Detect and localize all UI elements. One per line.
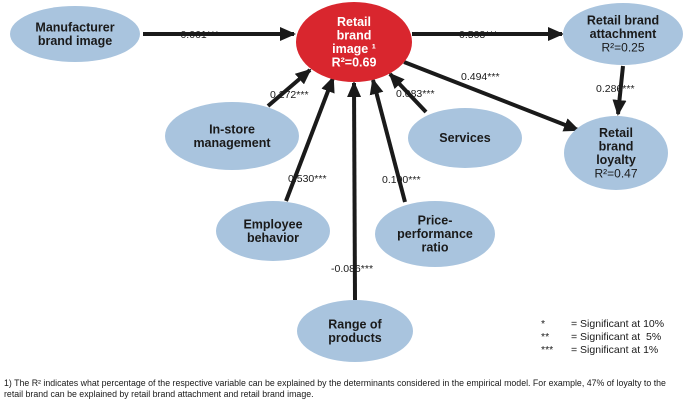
node-label: performance [397, 227, 473, 241]
edge-coefficient-label: 0.083*** [396, 88, 435, 100]
node-label: Range of [328, 317, 382, 331]
edge-coefficient-label: -0.086*** [331, 263, 373, 275]
footnote: 1) The R² indicates what percentage of t… [4, 378, 666, 399]
node-label: In-store [209, 122, 255, 136]
node-ellipse [165, 102, 299, 170]
significance-legend: *= Significant at 10% **= Significant at… [541, 318, 664, 357]
node-ellipse [216, 201, 330, 261]
node-services: Services [408, 108, 522, 168]
edge-arrow-retail-brand-image-to-retail-brand-loyalty [403, 60, 580, 132]
legend-row: *= Significant at 10% [541, 318, 665, 330]
node-ellipse [375, 201, 495, 267]
node-ellipse [563, 3, 683, 65]
edge-coefficient-label: 0.286*** [596, 83, 635, 95]
node-label: Price- [418, 214, 453, 228]
node-label: Employee [243, 217, 302, 231]
edge-coefficient-label: 0.061*** [180, 29, 219, 41]
node-label: loyalty [596, 153, 636, 167]
node-ellipse [564, 116, 668, 190]
node-label: management [193, 136, 271, 150]
node-label: Services [439, 131, 490, 145]
edge-coefficient-label: 0.494*** [461, 71, 500, 83]
edge-arrow-price-performance-ratio-to-retail-brand-image [369, 78, 407, 203]
edge-arrow-employee-behavior-to-retail-brand-image [284, 76, 335, 202]
node-label: products [328, 331, 382, 345]
node-label: Retail [337, 15, 371, 29]
node-label: Retail [599, 126, 633, 140]
edge-coefficient-label: 0.530*** [288, 173, 327, 185]
node-ellipse [408, 108, 522, 168]
edge-coefficient-label: 0.503*** [459, 29, 498, 41]
node-label: ratio [421, 241, 448, 255]
node-ellipse [297, 300, 413, 362]
edge-arrow-in-store-management-to-retail-brand-image [266, 68, 312, 108]
node-label: image ¹ [332, 42, 376, 56]
edge-coefficient-label: 0.100*** [382, 174, 421, 186]
node-r-squared: R²=0.47 [594, 166, 637, 180]
node-label: Manufacturer [35, 20, 114, 34]
legend-row: ***= Significant at 1% [541, 344, 659, 356]
node-label: behavior [247, 231, 299, 245]
node-label: brand image [38, 34, 112, 48]
node-label: attachment [590, 27, 658, 41]
node-label: brand [337, 28, 372, 42]
edge-arrow-retail-brand-attachment-to-retail-brand-loyalty [612, 65, 627, 116]
node-label: R²=0.69 [332, 55, 377, 69]
edge-arrow-services-to-retail-brand-image [388, 72, 428, 114]
edge-coefficient-label: 0.272*** [270, 89, 309, 101]
node-label: brand [599, 139, 634, 153]
node-ellipse [296, 2, 412, 82]
node-label: Retail brand [587, 14, 659, 28]
legend-row: **= Significant at 5% [541, 331, 662, 343]
node-ellipse [10, 6, 140, 62]
node-r-squared: R²=0.25 [601, 41, 644, 55]
edge-arrow-range-of-products-to-retail-brand-image [347, 81, 362, 301]
